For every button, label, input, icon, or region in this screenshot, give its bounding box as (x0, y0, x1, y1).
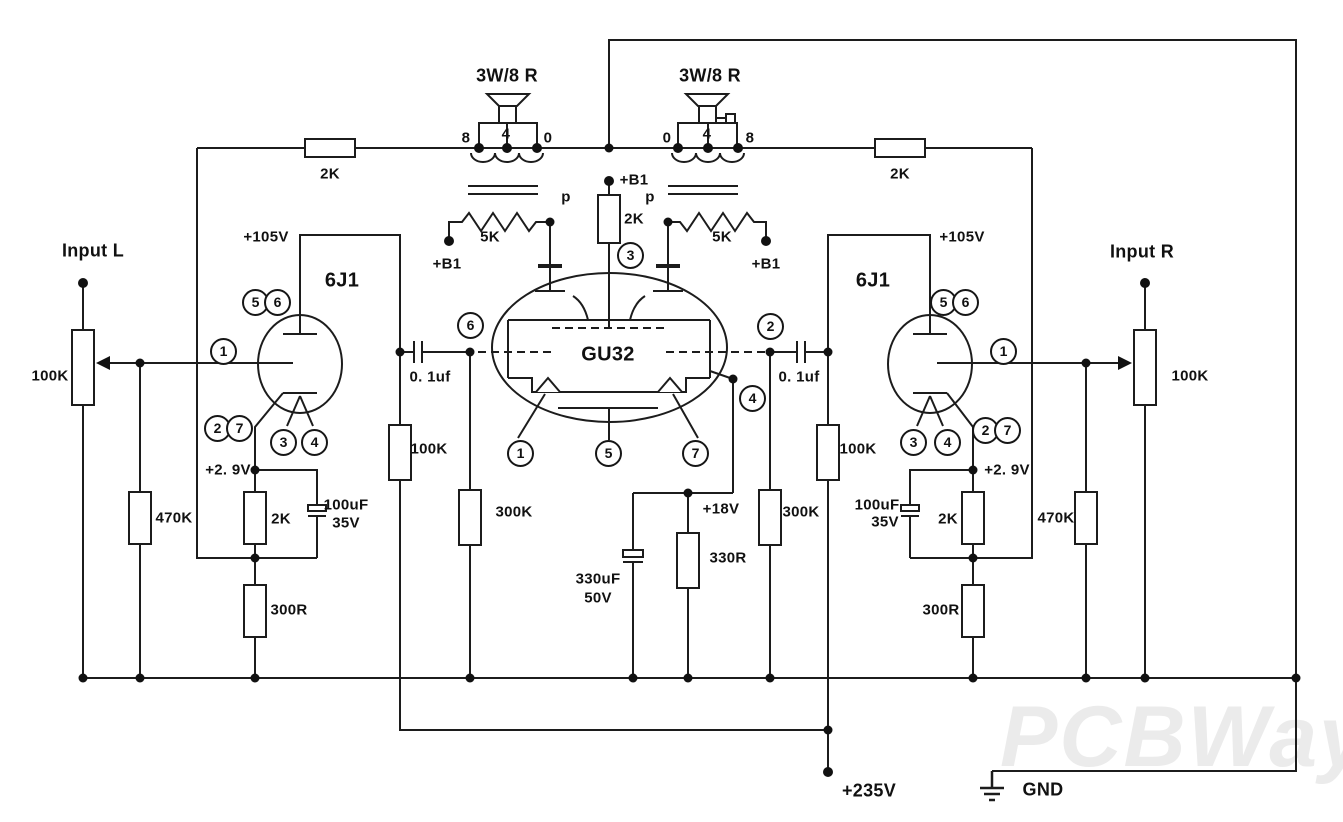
gu32-name: GU32 (581, 343, 635, 366)
screen-resistor-value: 2K (624, 210, 644, 228)
tap-left-0: 0 (543, 129, 553, 147)
ground-symbol (980, 771, 1004, 802)
feedback-resistor-left (304, 138, 356, 158)
tube-gu32 (478, 272, 770, 493)
volume-pot-right (937, 283, 1157, 678)
b1-center-label: +B1 (619, 171, 649, 189)
pin-gu32-5: 5 (595, 440, 622, 467)
coupling-cap-right: 0. 1uf (778, 368, 820, 386)
primary-right-value: 5K (712, 228, 732, 246)
tap-left-4: 4 (501, 125, 511, 143)
gu32-cathode-cap: 330uF (575, 570, 621, 588)
grid-resistor-left: 300K (495, 503, 533, 521)
pin-6j1-left-3: 3 (270, 429, 297, 456)
pot-right-value: 100K (1171, 367, 1209, 385)
primary-left-p: p (561, 188, 571, 206)
speaker-right-label: 3W/8 R (679, 65, 741, 86)
tap-right-4: 4 (702, 125, 712, 143)
tube-6j1-left (254, 234, 401, 470)
pin-6j1-right-1: 1 (990, 338, 1017, 365)
feedback-left-value: 2K (320, 165, 340, 183)
input-left-label: Input L (61, 240, 125, 261)
volume-pot-left (71, 283, 293, 678)
speaker-left-label: 3W/8 R (476, 65, 538, 86)
pin-6j1-right-7: 7 (994, 417, 1021, 444)
coupling-network-right (758, 341, 840, 730)
pot-left-value: 100K (31, 367, 69, 385)
tail-resistor-right: 300R (922, 601, 960, 619)
feedback-right-value: 2K (890, 165, 910, 183)
b1-right-label: +B1 (751, 255, 781, 273)
pin-gu32-1: 1 (507, 440, 534, 467)
anode-resistor-right: 100K (839, 440, 877, 458)
anode-resistor-left: 100K (410, 440, 448, 458)
bypass-volt-right: 35V (871, 513, 899, 531)
junction-dots (78, 143, 1301, 777)
cathode-network-right (900, 469, 985, 678)
wiring (83, 39, 1297, 772)
grid-leak-left: 470K (155, 509, 193, 527)
tap-right-8: 8 (745, 129, 755, 147)
primary-right-p: p (645, 188, 655, 206)
bypass-cap-right: 100uF (854, 496, 900, 514)
cathode-resistor-right: 2K (938, 510, 958, 528)
gu32-cathode-network (622, 492, 733, 678)
tap-left-8: 8 (461, 129, 471, 147)
tail-resistor-left: 300R (270, 601, 308, 619)
feedback-resistor-right (874, 138, 926, 158)
pin-6j1-right-6: 6 (952, 289, 979, 316)
grid-resistor-right: 300K (782, 503, 820, 521)
ground-terminal-label: GND (1022, 779, 1064, 800)
gu32-cathode-cap-voltage: 50V (584, 589, 612, 607)
pin-gu32-6: 6 (457, 312, 484, 339)
b1-left-label: +B1 (432, 255, 462, 273)
pin-gu32-3: 3 (617, 242, 644, 269)
cathode-voltage-right: +2. 9V (984, 461, 1030, 479)
coupling-network-left (388, 341, 482, 678)
pcbway-watermark: PCBWay (1000, 689, 1343, 785)
coupling-cap-left: 0. 1uf (409, 368, 451, 386)
bypass-cap-left: 100uF (323, 496, 369, 514)
6j1-right-name: 6J1 (855, 269, 891, 292)
supply-terminal-label: +235V (841, 780, 897, 801)
gu32-cathode-voltage: +18V (702, 500, 740, 518)
gu32-cathode-resistor: 330R (709, 549, 747, 567)
input-right-label: Input R (1109, 241, 1175, 262)
pin-6j1-left-4: 4 (301, 429, 328, 456)
pin-gu32-2: 2 (757, 313, 784, 340)
cathode-resistor-left: 2K (271, 510, 291, 528)
anode-voltage-right: +105V (939, 228, 985, 246)
pin-gu32-7: 7 (682, 440, 709, 467)
cathode-network-left (243, 469, 327, 678)
bypass-volt-left: 35V (332, 514, 360, 532)
pin-6j1-left-7: 7 (226, 415, 253, 442)
pin-gu32-4: 4 (739, 385, 766, 412)
cathode-voltage-left: +2. 9V (205, 461, 251, 479)
pin-6j1-right-4: 4 (934, 429, 961, 456)
pin-6j1-left-6: 6 (264, 289, 291, 316)
primary-left-value: 5K (480, 228, 500, 246)
grid-leak-right: 470K (1037, 509, 1075, 527)
screen-supply (597, 181, 621, 328)
transformer-left (448, 93, 565, 292)
6j1-left-name: 6J1 (324, 269, 360, 292)
transformer-right (653, 93, 767, 292)
pin-6j1-left-1: 1 (210, 338, 237, 365)
pin-6j1-right-3: 3 (900, 429, 927, 456)
tap-right-0: 0 (662, 129, 672, 147)
anode-voltage-left: +105V (243, 228, 289, 246)
